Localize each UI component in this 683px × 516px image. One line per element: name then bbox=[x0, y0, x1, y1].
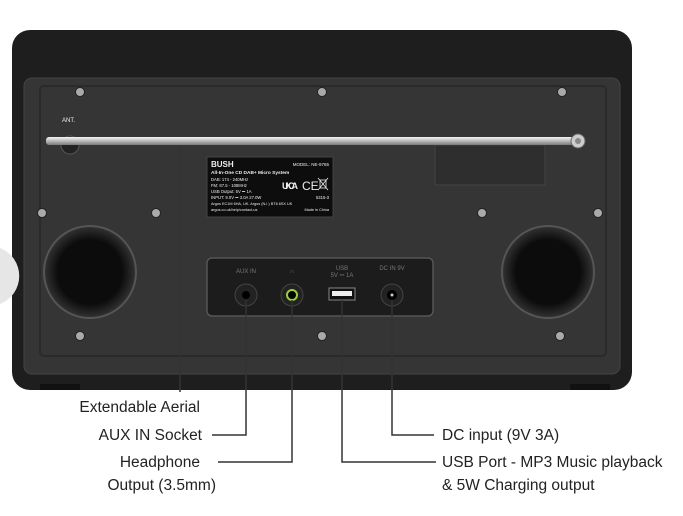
label-input: INPUT: 9.0V ⎓ 3.0A 27.0W bbox=[211, 195, 261, 200]
ports-dc: DC IN 9V bbox=[379, 266, 404, 272]
back-panel bbox=[23, 77, 621, 375]
antenna-label: ANT. bbox=[62, 118, 75, 124]
speaker-port-left bbox=[43, 225, 137, 319]
label-brand: BUSH bbox=[211, 160, 234, 169]
dc-input-socket[interactable] bbox=[380, 283, 404, 307]
extendable-aerial: ANT. bbox=[46, 118, 586, 155]
ports-headphone: ∩ bbox=[290, 269, 294, 275]
ce-mark: CE bbox=[302, 179, 319, 193]
label-web: argos.co.uk/help/contact-us bbox=[211, 208, 258, 212]
callout-usb-2: & 5W Charging output bbox=[442, 477, 595, 494]
callout-aux: AUX IN Socket bbox=[99, 427, 203, 444]
headphone-socket[interactable] bbox=[280, 283, 304, 307]
label-origin: Made in China bbox=[305, 208, 330, 212]
label-model: MODEL: NE-9765 bbox=[293, 162, 330, 167]
port-panel: AUX IN ∩ USB 5V ⎓ 1A DC IN 9V bbox=[206, 257, 434, 317]
callout-lines bbox=[179, 145, 436, 463]
callout-usb-1: USB Port - MP3 Music playback bbox=[442, 454, 663, 471]
ports-aux: AUX IN bbox=[236, 269, 256, 275]
rating-sticker bbox=[434, 144, 546, 186]
screw-icons bbox=[37, 87, 603, 341]
callout-headphone-2: Output (3.5mm) bbox=[107, 477, 216, 494]
label-usb-output: USB Output: 5V ⎓ 1A bbox=[211, 189, 252, 194]
usb-port[interactable] bbox=[328, 287, 356, 301]
ukca-mark: UK CA bbox=[282, 181, 299, 191]
weee-bin-icon bbox=[317, 177, 329, 191]
label-address: Argos EC1M 6HA, UK. Argos (N.I.) BT8 6SX… bbox=[211, 202, 293, 206]
label-code: 5315-3 bbox=[316, 195, 330, 200]
label-product: All-In-One CD DAB+ Micro System bbox=[211, 170, 289, 176]
callout-headphone-1: Headphone bbox=[120, 454, 200, 471]
callout-aerial: Extendable Aerial bbox=[79, 399, 200, 416]
speaker-port-right bbox=[501, 225, 595, 319]
label-dab: DAB: 174 - 240MHz bbox=[211, 177, 248, 182]
carousel-prev-handle[interactable] bbox=[0, 248, 20, 304]
ports-usb-rating: 5V ⎓ 1A bbox=[331, 273, 354, 279]
ports-usb: USB bbox=[336, 266, 348, 272]
label-fm: FM: 87.5 - 108MHz bbox=[211, 183, 247, 188]
product-label: BUSH MODEL: NE-9765 All-In-One CD DAB+ M… bbox=[206, 156, 334, 218]
callout-dc: DC input (9V 3A) bbox=[442, 427, 559, 444]
